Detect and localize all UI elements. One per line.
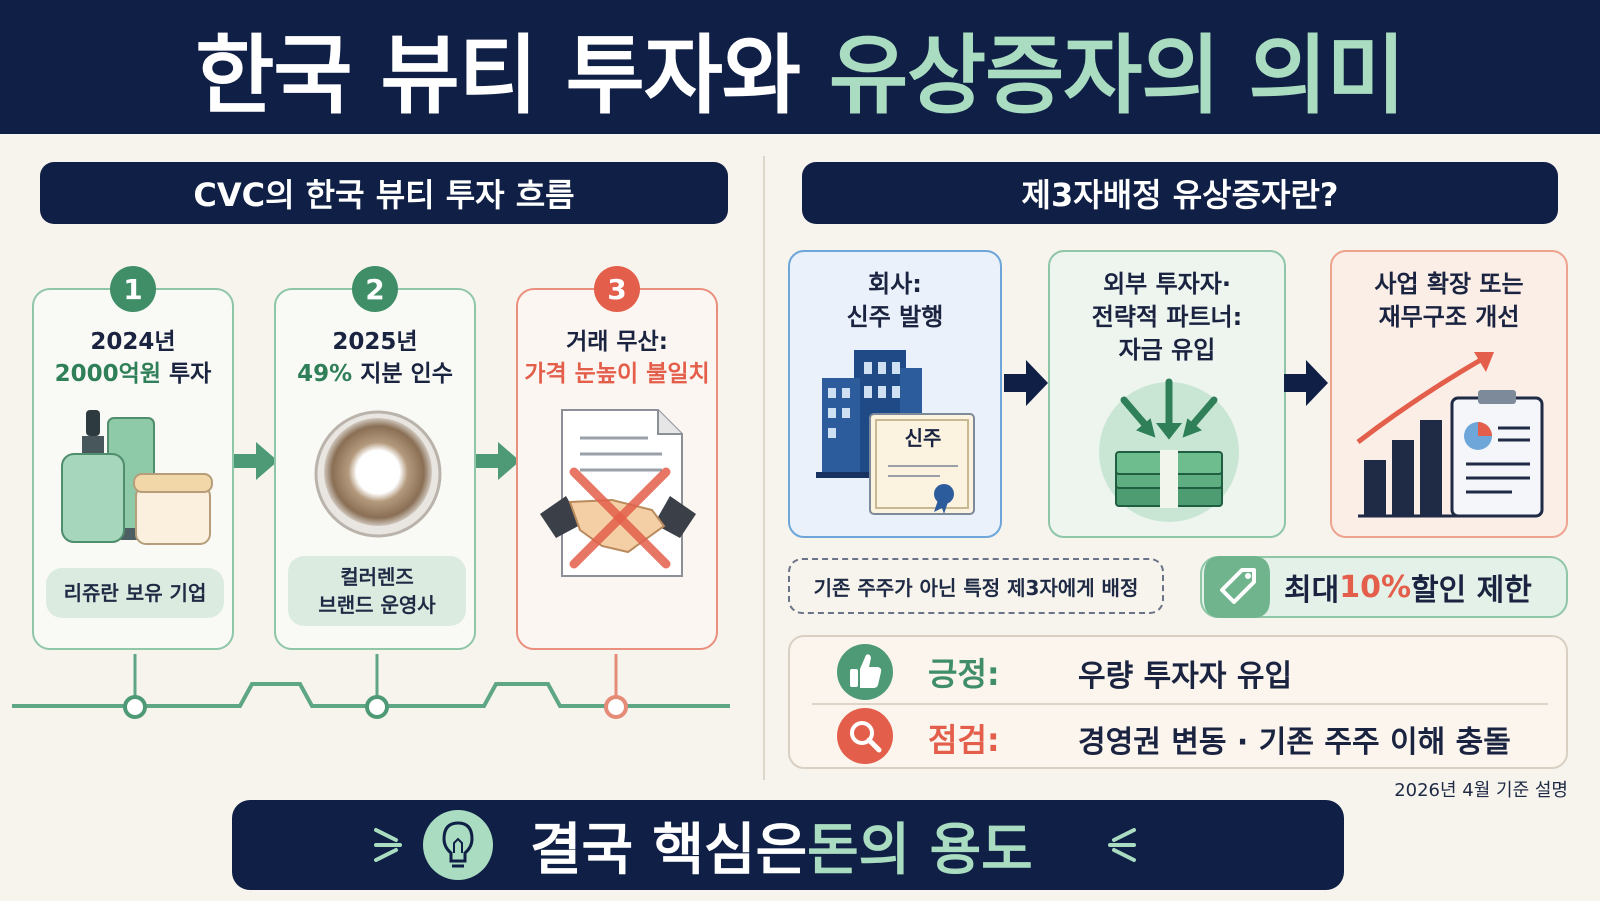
- lightbulb-icon: [423, 810, 493, 880]
- right-heading-text: 제3자배정 유상증자란?: [1021, 176, 1339, 214]
- investor-line1: 외부 투자자·: [1103, 270, 1231, 298]
- timeline-dot-2: [365, 695, 389, 719]
- step-1-amount: 2000억원: [54, 361, 161, 387]
- investor-line3: 자금 유입: [1118, 336, 1216, 364]
- step-3-title: 거래 무산:: [566, 329, 668, 355]
- certificate-label: 신주: [904, 426, 942, 450]
- footnote: 2026년 4월 기준 설명: [1394, 780, 1568, 801]
- step-badge-1: 1: [110, 266, 156, 312]
- timeline-path: [12, 682, 730, 708]
- title-highlight: 유상증자의 의미: [828, 25, 1406, 126]
- left-heading: CVC의 한국 뷰티 투자 흐름: [40, 162, 728, 224]
- step-3-reason: 가격 눈높이 불일치: [524, 361, 710, 387]
- cancelled-handshake-icon: [540, 409, 696, 577]
- investor-title: 외부 투자자· 전략적 파트너: 자금 유입: [1050, 268, 1284, 367]
- check-row: 점검: 경영권 변동 · 기존 주주 이해 충돌: [790, 703, 1566, 769]
- positive-label: 긍정:: [928, 655, 1000, 693]
- right-heading: 제3자배정 유상증자란?: [802, 162, 1558, 224]
- page-title: 한국 뷰티 투자와 유상증자의 의미: [195, 5, 1406, 130]
- arrow-right-icon: [1284, 360, 1328, 406]
- arrow-right-icon: [234, 442, 278, 480]
- issuer-line2: 신주 발행: [846, 303, 944, 331]
- issuer-box: 회사: 신주 발행 신주: [788, 250, 1002, 538]
- step-2-action: 지분 인수: [352, 361, 453, 387]
- step-1-number: 1: [123, 272, 143, 306]
- issuer-line1: 회사:: [868, 270, 922, 298]
- discount-limit: 최대 10% 할인 제한: [1200, 556, 1568, 618]
- conclusion-banner: 결국 핵심은 돈의 용도: [232, 800, 1344, 890]
- step-2-tag-line2: 브랜드 운영사: [318, 593, 436, 617]
- thumbs-up-icon: [837, 644, 893, 700]
- step-1-tag-text: 리쥬란 보유 기업: [63, 581, 207, 605]
- discount-post: 할인 제한: [1411, 573, 1532, 608]
- discount-text: 최대 10% 할인 제한: [1284, 558, 1532, 616]
- column-divider: [763, 156, 765, 780]
- step-badge-3: 3: [594, 266, 640, 312]
- arrow-right-icon: [1004, 360, 1048, 406]
- price-tag-icon: [1204, 556, 1270, 618]
- step-2-percent: 49%: [297, 361, 353, 387]
- cosmetics-icon: [61, 410, 213, 545]
- left-heading-text: CVC의 한국 뷰티 투자 흐름: [193, 176, 575, 214]
- timeline-dot-1: [123, 695, 147, 719]
- timeline-dot-3: [604, 695, 628, 719]
- step-1-tag: 리쥬란 보유 기업: [46, 568, 224, 618]
- positive-row: 긍정: 우량 투자자 유입: [790, 637, 1566, 703]
- growth-title: 사업 확장 또는 재무구조 개선: [1332, 268, 1566, 334]
- step-1-heading: 2024년 2000억원 투자: [34, 326, 232, 390]
- title-banner: 한국 뷰티 투자와 유상증자의 의미: [0, 0, 1600, 134]
- check-label: 점검:: [928, 721, 1000, 759]
- step-1-year: 2024년: [90, 329, 176, 355]
- investor-box: 외부 투자자· 전략적 파트너: 자금 유입: [1048, 250, 1286, 538]
- timeline-line: [12, 654, 730, 719]
- check-value: 경영권 변동 · 기존 주주 이해 충돌: [1078, 725, 1511, 760]
- positive-check-box: 긍정: 우량 투자자 유입 점검: 경영권 변동 · 기존 주주 이해 충돌: [788, 635, 1568, 769]
- step-card-1: 2024년 2000억원 투자 리쥬란 보유 기업: [32, 288, 234, 650]
- step-3-heading: 거래 무산: 가격 눈높이 불일치: [518, 326, 716, 390]
- discount-pre: 최대: [1284, 573, 1340, 608]
- allocation-note: 기존 주주가 아닌 특정 제3자에게 배정: [788, 558, 1164, 614]
- step-2-heading: 2025년 49% 지분 인수: [276, 326, 474, 390]
- step-badge-2: 2: [352, 266, 398, 312]
- conclusion-main: 결국 핵심은: [530, 817, 808, 883]
- magnifier-icon: [837, 708, 893, 764]
- step-2-tag-line1: 컬러렌즈: [340, 565, 414, 589]
- certificate-icon: [869, 413, 975, 515]
- step-2-year: 2025년: [332, 329, 418, 355]
- sparkle-left-icon: [374, 828, 402, 862]
- issuer-title: 회사: 신주 발행: [790, 268, 1000, 334]
- growth-line1: 사업 확장 또는: [1374, 270, 1524, 298]
- step-card-3: 거래 무산: 가격 눈높이 불일치: [516, 288, 718, 650]
- step-2-number: 2: [365, 272, 385, 306]
- conclusion-text: 결국 핵심은 돈의 용도: [530, 800, 1033, 890]
- sparkle-right-icon: [1108, 828, 1136, 862]
- step-3-number: 3: [607, 272, 627, 306]
- growth-line2: 재무구조 개선: [1378, 303, 1520, 331]
- step-1-action: 투자: [161, 361, 212, 387]
- growth-box: 사업 확장 또는 재무구조 개선: [1330, 250, 1568, 538]
- investor-line2: 전략적 파트너:: [1091, 303, 1243, 331]
- growth-chart-icon: [1356, 352, 1544, 518]
- row-divider: [812, 703, 1548, 705]
- allocation-note-text: 기존 주주가 아닌 특정 제3자에게 배정: [813, 575, 1139, 600]
- positive-value: 우량 투자자 유입: [1078, 659, 1293, 694]
- conclusion-highlight: 돈의 용도: [807, 817, 1033, 883]
- title-main: 한국 뷰티 투자와: [195, 25, 829, 126]
- arrow-right-icon: [476, 442, 520, 480]
- money-inflow-icon: [1099, 378, 1239, 522]
- color-lens-icon: [314, 410, 442, 538]
- discount-percent: 10%: [1339, 569, 1412, 605]
